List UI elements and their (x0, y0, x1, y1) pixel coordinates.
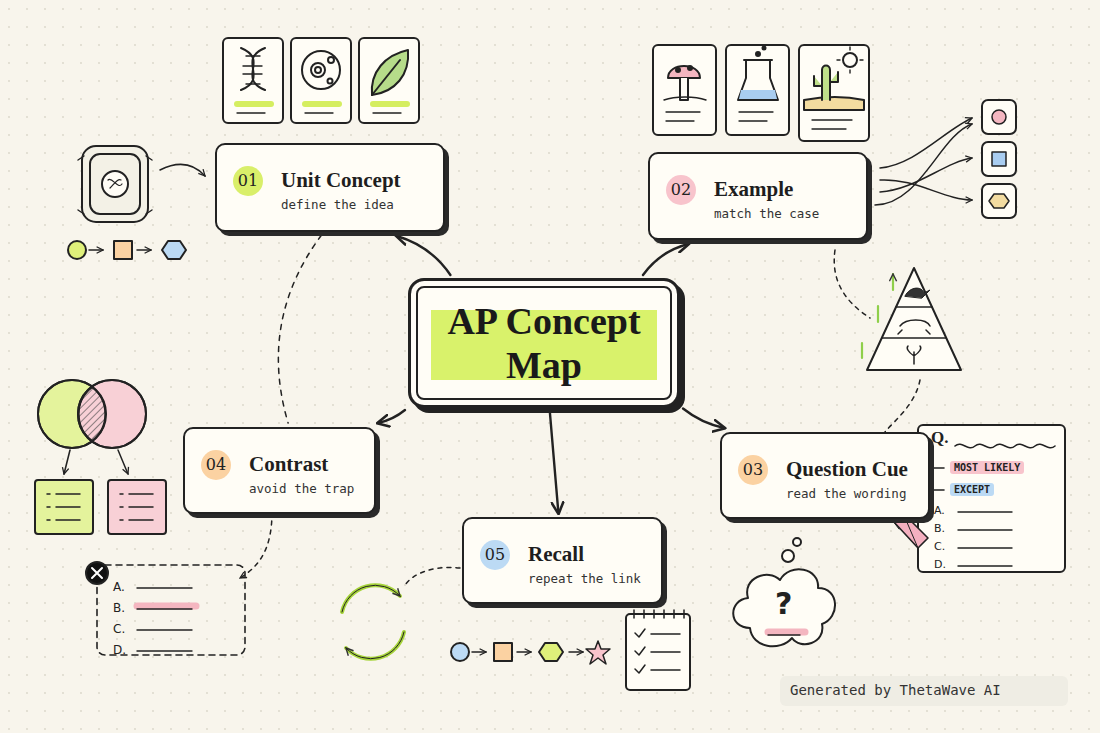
map-title: AP Concept Map (431, 299, 657, 387)
label-text: A. (934, 504, 945, 517)
label-text: D. (113, 643, 126, 657)
box-heading: Example (714, 173, 846, 205)
box-subtitle: define the idea (281, 196, 423, 214)
label-text: Q. (931, 428, 948, 448)
dashed-link (278, 235, 321, 423)
box-heading: Contrast (249, 448, 354, 480)
label-text: A. (113, 580, 125, 594)
box-subtitle: repeat the link (528, 570, 641, 588)
box-heading: Recall (528, 538, 641, 570)
arrow-connector (378, 410, 405, 423)
concept-box: 04 Contrastavoid the trap (183, 427, 376, 514)
title-box: AP Concept Map (408, 278, 680, 408)
label-text: B. (113, 601, 125, 615)
concept-box: 01 Unit Conceptdefine the idea (215, 143, 445, 232)
arrow-connector (397, 236, 451, 275)
arrow-connector (550, 411, 559, 513)
arrow-connector (683, 409, 724, 428)
label-text: MOST LIKELY (950, 461, 1024, 474)
box-heading: Unit Concept (281, 164, 423, 196)
label-text: B. (934, 522, 945, 535)
arrow-connector (643, 244, 688, 275)
label-text: ? (775, 586, 792, 621)
box-subtitle: match the case (714, 205, 846, 223)
step-number: 01 (233, 166, 263, 196)
step-number: 03 (738, 455, 768, 485)
label-text: D. (934, 558, 946, 571)
box-heading: Question Cue (786, 453, 908, 485)
label-text: EXCEPT (950, 483, 994, 496)
box-subtitle: read the wording (786, 485, 908, 503)
step-number: 02 (666, 175, 696, 205)
step-number: 05 (480, 540, 510, 570)
concept-box: 05 Recallrepeat the link (462, 517, 663, 604)
step-number: 04 (201, 450, 231, 480)
concept-box: 03 Question Cueread the wording (720, 432, 930, 519)
label-text: C. (113, 622, 125, 636)
concept-box: 02 Examplematch the case (648, 152, 868, 240)
label-text: Generated by ThetaWave AI (790, 682, 1001, 698)
box-subtitle: avoid the trap (249, 480, 354, 498)
label-text: C. (934, 540, 945, 553)
